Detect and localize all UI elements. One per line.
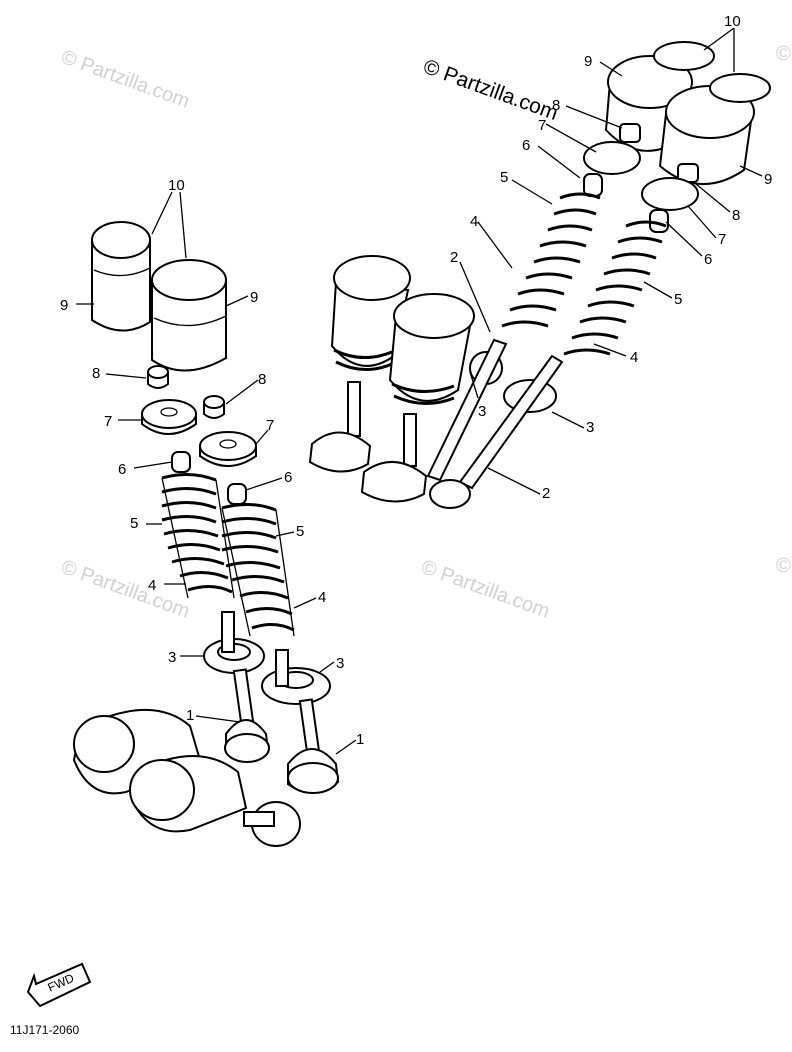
intake-valve xyxy=(308,381,428,503)
valve-lifter-lower xyxy=(72,708,301,847)
callout-4: 4 xyxy=(470,213,478,230)
callout-9: 9 xyxy=(584,53,592,70)
valve-lifter xyxy=(151,259,227,372)
callout-4: 4 xyxy=(318,589,326,606)
stem-seal xyxy=(583,173,603,197)
valve-lifter xyxy=(658,73,771,185)
callout-6: 6 xyxy=(522,137,530,154)
left-assembly xyxy=(72,221,340,847)
callout-7: 7 xyxy=(538,117,546,134)
callout-8: 8 xyxy=(92,365,100,382)
callout-6: 6 xyxy=(118,461,126,478)
callout-3: 3 xyxy=(336,655,344,672)
callout-7: 7 xyxy=(718,231,726,248)
callouts: 10 10 9 9 9 9 8 8 8 8 7 7 7 7 6 6 6 6 5 … xyxy=(60,13,772,748)
spring-retainer xyxy=(583,141,641,175)
callout-9: 9 xyxy=(60,297,68,314)
valve-lifter xyxy=(91,221,151,332)
callout-4: 4 xyxy=(148,577,156,594)
forward-direction-arrow: FWD xyxy=(26,962,92,1008)
callout-6: 6 xyxy=(704,251,712,268)
callout-8: 8 xyxy=(258,371,266,388)
watermark: © xyxy=(776,555,791,577)
callout-6: 6 xyxy=(284,469,292,486)
callout-2: 2 xyxy=(450,249,458,266)
callout-3: 3 xyxy=(478,403,486,420)
valve-spring-outer xyxy=(563,220,667,356)
watermark: © xyxy=(776,43,791,65)
valve-lifter xyxy=(330,255,411,371)
right-assembly xyxy=(308,41,771,509)
valve-spring-seat xyxy=(203,611,265,674)
valve-spring-outer xyxy=(501,192,601,328)
callout-7: 7 xyxy=(104,413,112,430)
callout-10: 10 xyxy=(168,177,185,194)
callout-3: 3 xyxy=(168,649,176,666)
callout-7: 7 xyxy=(266,417,274,434)
callout-1: 1 xyxy=(186,707,194,724)
stem-seal xyxy=(227,483,247,505)
valve-spring-outer xyxy=(221,503,295,637)
spring-retainer xyxy=(141,399,197,435)
stem-seal xyxy=(171,451,191,473)
watermark-top: © Partzilla.com xyxy=(420,55,561,125)
valve-cotter xyxy=(203,395,225,419)
spring-retainer xyxy=(199,431,257,467)
callout-5: 5 xyxy=(500,169,508,186)
valve-cotter xyxy=(147,365,169,389)
callout-3: 3 xyxy=(586,419,594,436)
spring-retainer xyxy=(641,177,699,211)
intake-valve xyxy=(287,698,340,794)
callout-5: 5 xyxy=(296,523,304,540)
watermark: © Partzilla.com xyxy=(418,556,552,623)
watermark: © Partzilla.com xyxy=(58,46,192,113)
callout-8: 8 xyxy=(732,207,740,224)
valve-cotter xyxy=(619,123,641,143)
callout-5: 5 xyxy=(674,291,682,308)
intake-valve xyxy=(224,668,270,763)
exhaust-valve xyxy=(426,338,564,509)
valve-spring-outer xyxy=(161,473,235,599)
callout-10: 10 xyxy=(724,13,741,30)
leader-lines xyxy=(76,27,763,755)
callout-5: 5 xyxy=(130,515,138,532)
valve-lifter xyxy=(388,293,475,405)
callout-4: 4 xyxy=(630,349,638,366)
diagram-code: 11J171-2060 xyxy=(10,1023,79,1037)
callout-8: 8 xyxy=(552,97,560,114)
callout-9: 9 xyxy=(764,171,772,188)
valve-spring-seat xyxy=(261,649,331,705)
callout-2: 2 xyxy=(542,485,550,502)
callout-9: 9 xyxy=(250,289,258,306)
watermark: © Partzilla.com xyxy=(58,556,192,623)
callout-1: 1 xyxy=(356,731,364,748)
